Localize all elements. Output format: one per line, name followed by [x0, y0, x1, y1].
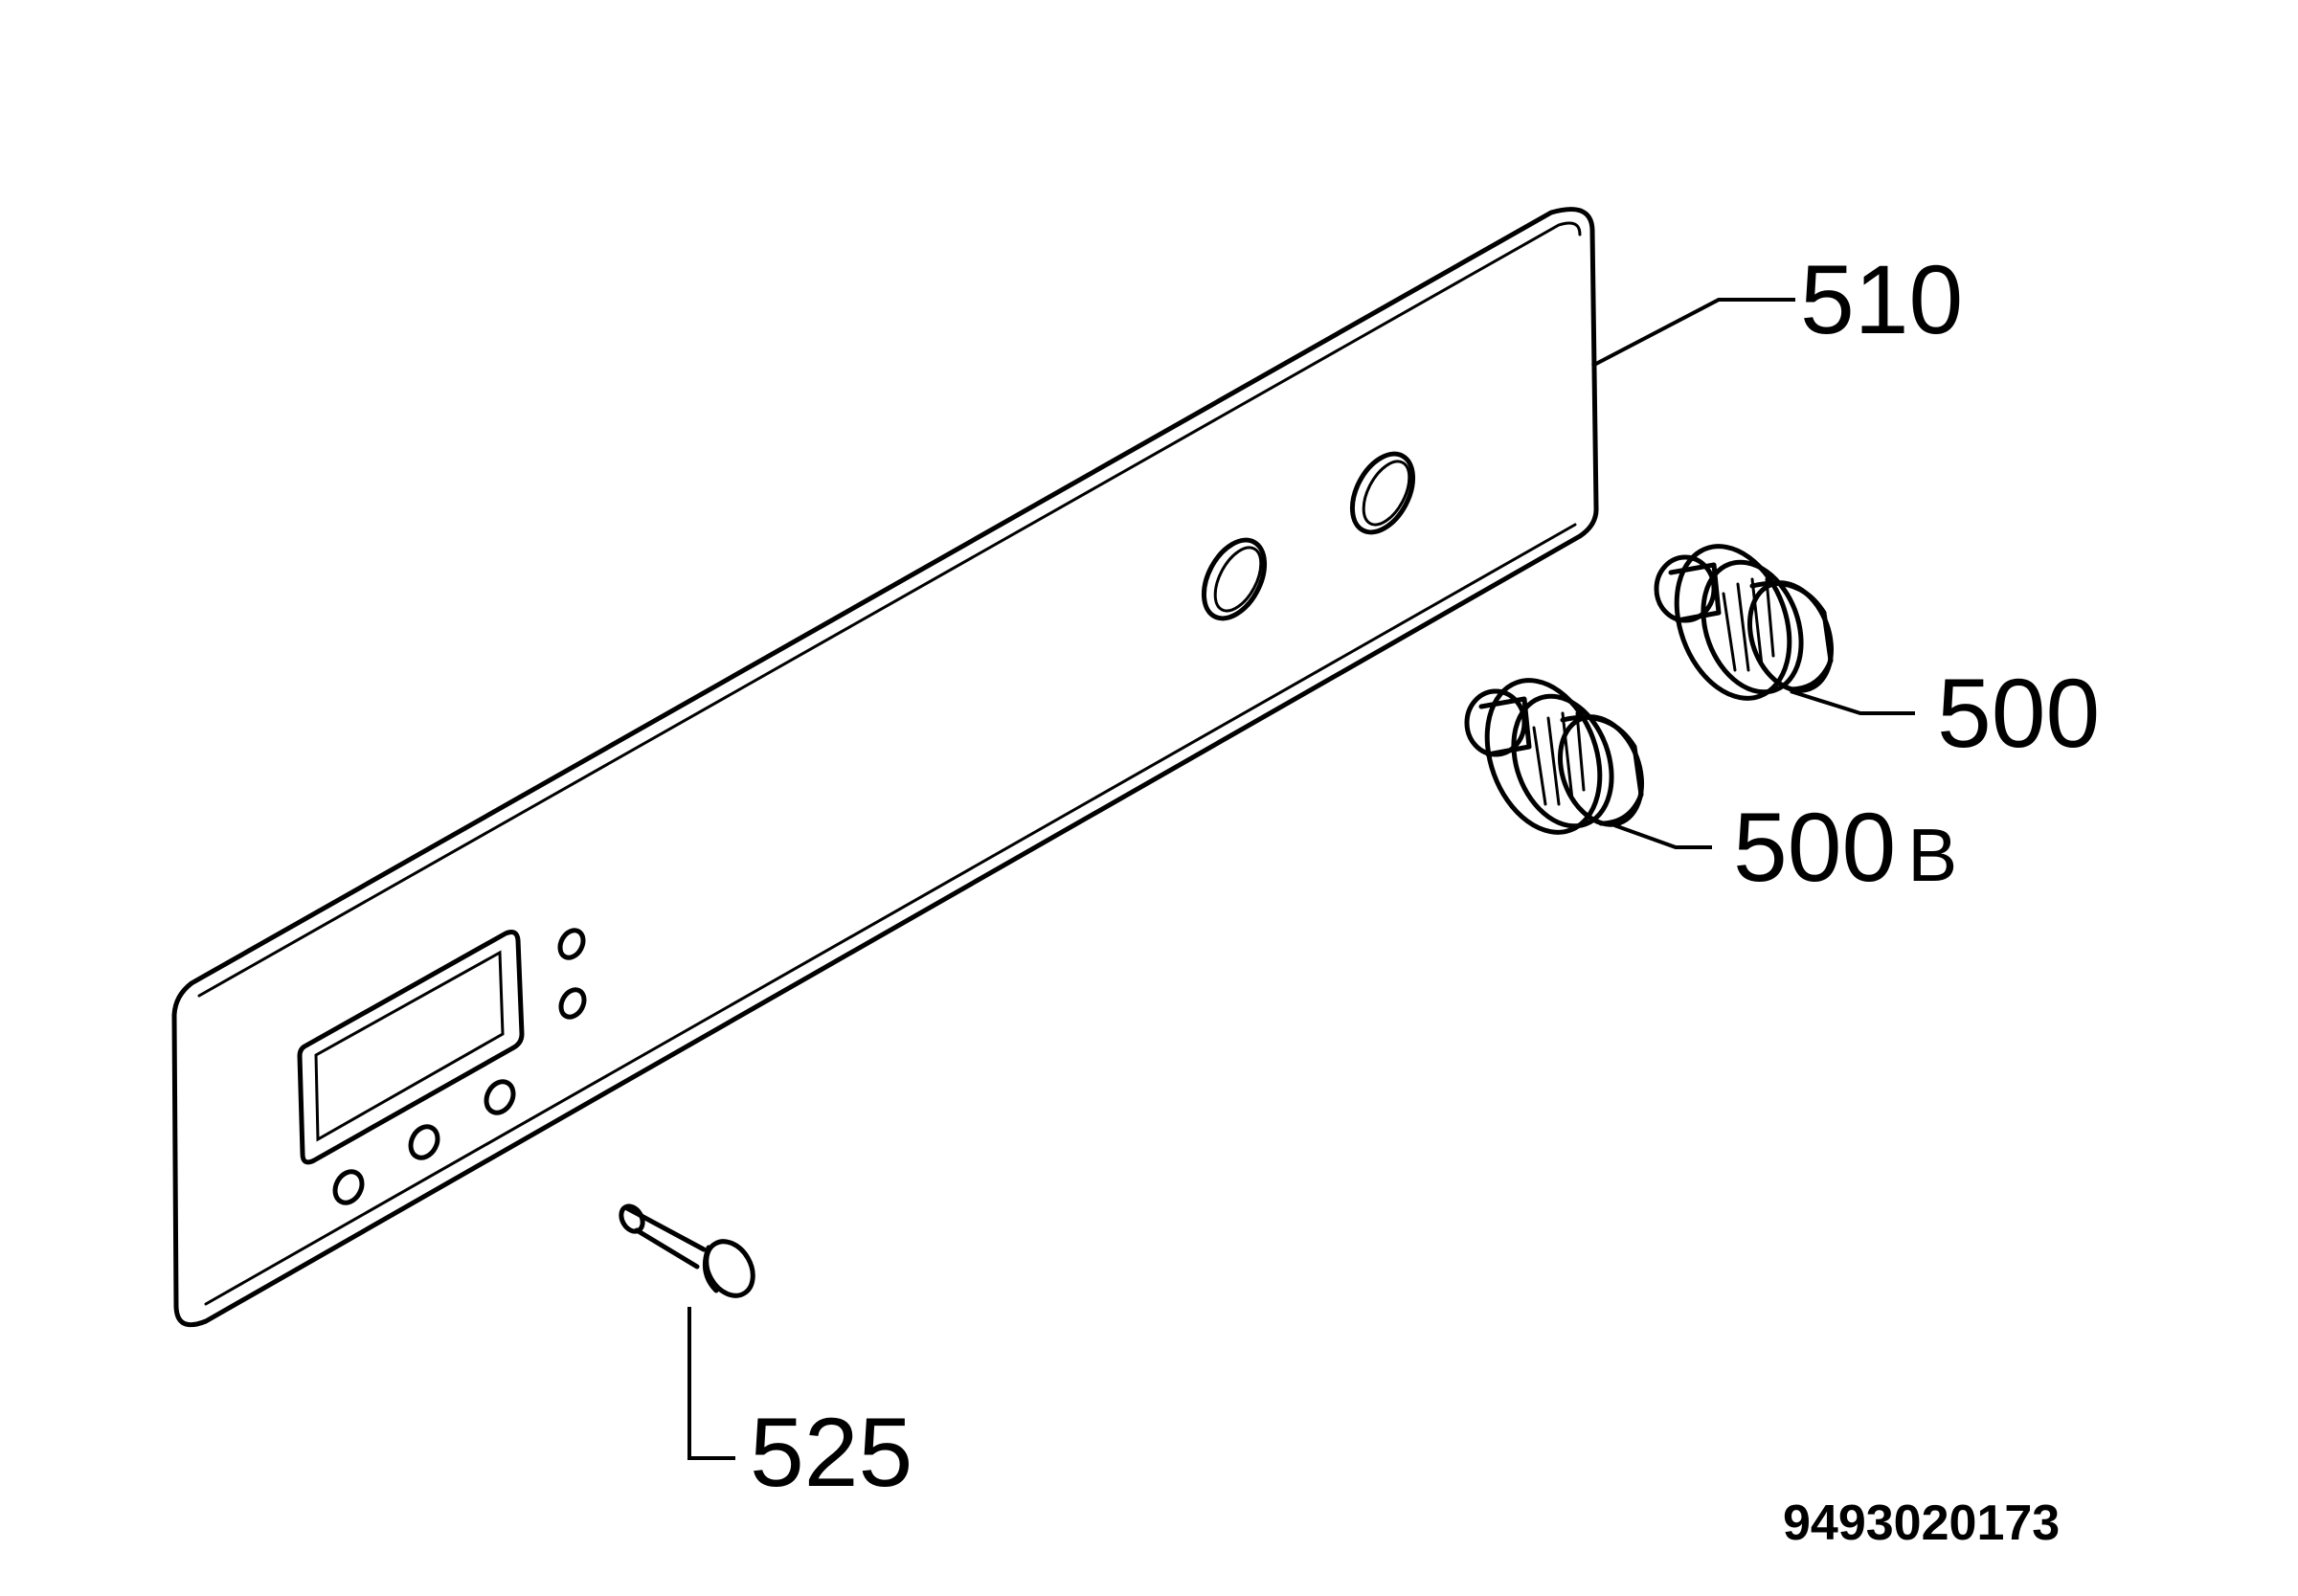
control-panel-part	[171, 207, 1599, 1328]
knob-upper-part	[1654, 544, 1835, 701]
display-window	[297, 930, 525, 1165]
leader-500	[1790, 689, 1915, 715]
panel-button-4	[557, 928, 586, 960]
panel-outline	[171, 207, 1599, 1328]
panel-button-1	[332, 1169, 365, 1205]
callout-500b-suffix: B	[1907, 813, 1957, 897]
knob-lower-part	[1464, 678, 1645, 835]
leader-510	[1591, 298, 1795, 368]
panel-button-3	[484, 1079, 516, 1115]
knob-hole-left	[1201, 537, 1268, 621]
callout-500b-number: 500	[1733, 793, 1896, 902]
panel-button-2	[408, 1124, 440, 1160]
panel-bottom-bevel	[204, 523, 1577, 1306]
pin-part	[619, 1203, 755, 1298]
document-number: 9493020173	[1783, 1495, 2060, 1551]
leader-525	[687, 1307, 735, 1460]
knob-hole-right	[1349, 451, 1416, 535]
leader-500b	[1613, 823, 1712, 849]
callout-510: 510	[1800, 245, 1963, 354]
panel-button-5	[558, 987, 587, 1020]
callout-525: 525	[750, 1398, 912, 1507]
callout-500: 500	[1937, 659, 2100, 768]
panel-top-bevel	[197, 221, 1582, 998]
